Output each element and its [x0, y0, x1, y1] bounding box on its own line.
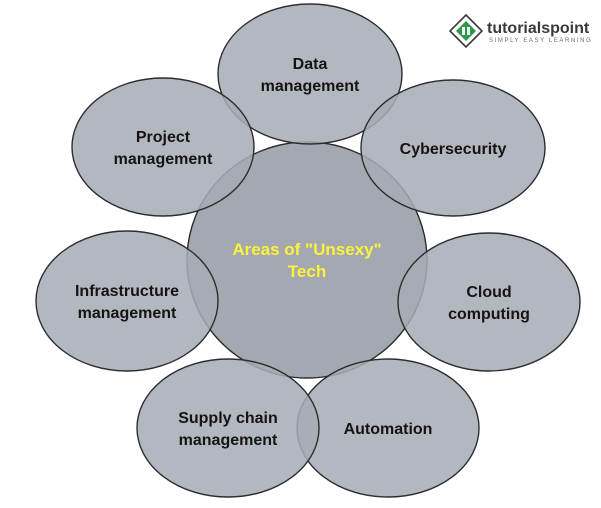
center-label-line: Areas of "Unsexy": [232, 240, 381, 259]
project-management-circle: [71, 77, 255, 217]
data-management-label-line: Data: [293, 56, 328, 73]
data-management-label-line: management: [261, 78, 360, 95]
logo-tagline: SIMPLY EASY LEARNING: [489, 38, 592, 44]
label-layer: Areas of "Unsexy"TechDatamanagementCyber…: [75, 56, 530, 449]
center-label-line: Tech: [288, 262, 326, 281]
infrastructure-management-label-line: management: [78, 305, 177, 322]
infrastructure-management-label-line: Infrastructure: [75, 283, 179, 300]
supply-chain-management-label-line: management: [179, 432, 278, 449]
circle-layer: [35, 3, 581, 498]
automation-label-line: Automation: [344, 421, 433, 438]
tutorialspoint-logo: tutorialspoint SIMPLY EASY LEARNING: [448, 13, 592, 49]
cloud-computing-label-line: computing: [448, 306, 530, 323]
project-management-label-line: management: [114, 151, 213, 168]
cloud-computing-label-line: Cloud: [466, 284, 511, 301]
logo-icon: [448, 13, 484, 49]
infrastructure-management-circle: [35, 230, 219, 372]
supply-chain-management-label-line: Supply chain: [178, 410, 278, 427]
project-management-label-line: Project: [136, 129, 191, 146]
logo-wordmark: tutorialspoint: [487, 20, 590, 37]
cloud-computing-circle: [397, 232, 581, 372]
data-management-circle: [217, 3, 403, 145]
supply-chain-management-circle: [136, 358, 320, 498]
cybersecurity-circle: [360, 79, 546, 217]
cybersecurity-label-line: Cybersecurity: [400, 141, 507, 158]
